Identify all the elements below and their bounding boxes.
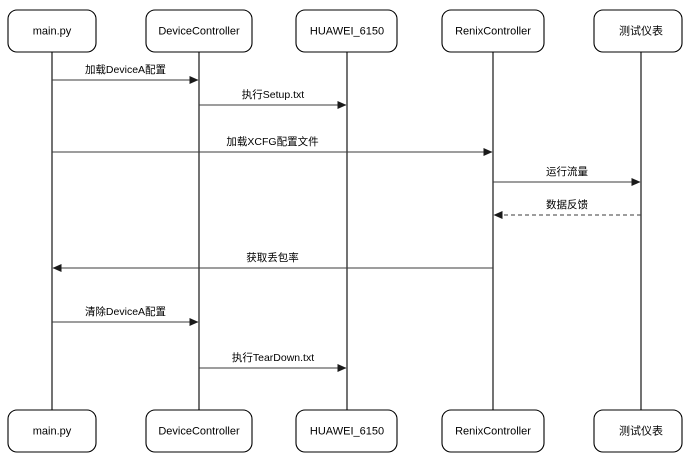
lifelines-layer: main.pymain.pyDeviceControllerDeviceCont… <box>7 9 683 453</box>
lifeline-box-top-huawei[interactable] <box>295 9 398 53</box>
message-5[interactable]: 数据反馈 <box>493 198 641 219</box>
lifeline-label-bottom-renix: RenixController <box>455 425 531 437</box>
lifeline-box-top-meter[interactable] <box>593 9 683 53</box>
lifeline-box-bottom-huawei[interactable] <box>295 409 398 453</box>
lifeline-label-top-main: main.py <box>33 25 72 37</box>
lifeline-box-top-main[interactable] <box>7 9 97 53</box>
message-label-2: 执行Setup.txt <box>242 88 305 101</box>
lifeline-label-top-huawei: HUAWEI_6150 <box>310 25 384 37</box>
message-label-8: 执行TearDown.txt <box>232 351 314 364</box>
lifeline-box-bottom-device[interactable] <box>145 409 253 453</box>
message-6[interactable]: 获取丢包率 <box>52 251 493 272</box>
message-label-3: 加载XCFG配置文件 <box>226 135 318 148</box>
lifeline-box-bottom-renix[interactable] <box>441 409 545 453</box>
message-1[interactable]: 加载DeviceA配置 <box>52 64 199 84</box>
message-label-7: 清除DeviceA配置 <box>85 305 166 318</box>
message-label-5: 数据反馈 <box>546 198 588 211</box>
lifeline-label-top-device: DeviceController <box>158 25 240 37</box>
message-7[interactable]: 清除DeviceA配置 <box>52 305 199 326</box>
lifeline-label-bottom-main: main.py <box>33 425 72 437</box>
lifeline-box-top-renix[interactable] <box>441 9 545 53</box>
message-label-6: 获取丢包率 <box>246 251 299 264</box>
lifeline-label-bottom-meter: 测试仪表 <box>619 423 663 437</box>
lifeline-label-bottom-huawei: HUAWEI_6150 <box>310 425 384 437</box>
lifeline-label-top-renix: RenixController <box>455 25 531 37</box>
lifeline-box-bottom-main[interactable] <box>7 409 97 453</box>
lifeline-box-bottom-meter[interactable] <box>593 409 683 453</box>
lifeline-main[interactable]: main.py main.py <box>7 9 97 453</box>
lifeline-box-top-device[interactable] <box>145 9 253 53</box>
message-4[interactable]: 运行流量 <box>493 165 641 186</box>
message-2[interactable]: 执行Setup.txt <box>199 88 347 109</box>
lifeline-label-bottom-device: DeviceController <box>158 425 240 437</box>
message-label-1: 加载DeviceA配置 <box>85 64 166 76</box>
message-3[interactable]: 加载XCFG配置文件 <box>52 135 493 156</box>
message-label-4: 运行流量 <box>546 165 588 178</box>
lifeline-label-top-meter: 测试仪表 <box>619 23 663 37</box>
message-8[interactable]: 执行TearDown.txt <box>199 351 347 372</box>
